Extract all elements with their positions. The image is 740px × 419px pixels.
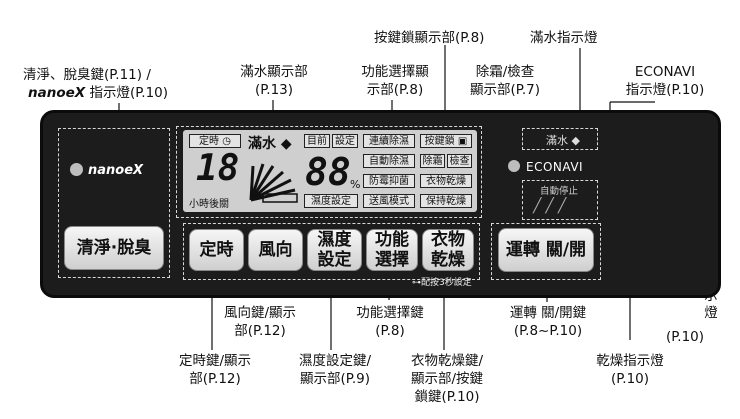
lcd-check: 檢查 <box>447 154 472 168</box>
label-clean-deodor-key: 清淨、脫臭鍵(P.11) / nanoeX 指示燈(P.10) <box>23 67 169 101</box>
lcd-mode-clothes-dry: 衣物乾燥 <box>420 174 472 188</box>
lcd-mode-fan: 送風模式 <box>363 194 415 208</box>
run-onoff-button[interactable]: 運轉 關/開 <box>498 228 594 272</box>
label-defrost-check-display: 除霜/檢查 顯示部(P.7) <box>470 64 540 98</box>
dry-indicator-lamp: ╱╱╱ <box>533 198 571 214</box>
lcd-wind-direction-fan <box>249 163 298 203</box>
humidity-setting-button[interactable]: 濕度 設定 <box>307 229 362 271</box>
label-humidity-setting-key: 濕度設定鍵/ 顯示部(P.9) <box>298 353 372 387</box>
clean-deodor-button[interactable]: 清淨·脫臭 <box>64 226 164 270</box>
lcd-mode-auto-dehumid: 自動除濕 <box>363 154 415 168</box>
lcd-region <box>176 126 482 218</box>
nanoe-region <box>58 128 170 278</box>
clothes-dry-button[interactable]: 衣物 乾燥 <box>422 229 474 271</box>
function-select-button[interactable]: 功能 選擇 <box>366 229 418 271</box>
lcd-percent-sign: % <box>350 178 361 191</box>
label-timer-key: 定時鍵/顯示 部(P.12) <box>178 353 252 387</box>
nanoe-logo: nanoeX <box>88 163 144 178</box>
label-function-select-key: 功能選擇鍵 (P.8) <box>356 305 424 339</box>
nanoe-indicator-lamp <box>70 163 83 176</box>
lcd-mode-mold-prevent: 防霉抑菌 <box>363 174 415 188</box>
timer-button[interactable]: 定時 <box>189 229 244 271</box>
label-full-water-indicator: 滿水指示燈 <box>530 30 598 46</box>
label-key-lock-display: 按鍵鎖顯示部(P.8) <box>374 30 485 46</box>
clothes-dry-button-label: 衣物 乾燥 <box>431 230 465 270</box>
lcd-mode-continuous-dehumid: 連續除濕 <box>363 134 415 148</box>
full-water-lamp-region <box>522 128 598 150</box>
full-water-lamp-text: 滿水 ◆ <box>546 134 580 147</box>
keys-region <box>183 223 480 280</box>
label-auto-stop-page: (P.10) <box>666 329 705 345</box>
lcd-off-after-hours: 小時後關 <box>189 199 229 210</box>
lcd-timer-digits: 18 <box>196 148 240 189</box>
humidity-setting-button-label: 濕度 設定 <box>317 230 352 270</box>
lcd-full-water-text: 滿水 ◆ <box>248 136 292 152</box>
lcd-defrost: 除霜 <box>420 154 445 168</box>
econavi-logo: ECONAVI <box>526 160 584 174</box>
label-wind-direction-key: 風向鍵/顯示 部(P.12) <box>223 305 297 339</box>
lcd-setting-label: 設定 <box>332 134 358 148</box>
label-run-onoff-key: 運轉 關/開鍵 (P.8~P.10) <box>509 305 587 339</box>
run-key-region <box>491 223 601 280</box>
econavi-indicator-lamp <box>508 160 520 172</box>
label-dry-indicator: 乾燥指示燈 (P.10) <box>596 353 664 387</box>
label-full-water-display: 滿水顯示部 (P.13) <box>240 64 308 98</box>
function-select-button-label: 功能 選擇 <box>375 230 409 270</box>
label-function-select-display: 功能選擇顯 示部(P.8) <box>361 64 429 98</box>
lcd-mode-keep-dry: 保持乾燥 <box>420 194 472 208</box>
wind-direction-button[interactable]: 風向 <box>248 229 303 271</box>
lcd-timer-label: 定時 ◷ <box>189 134 241 148</box>
press-3s-hint: ⊶配按3秒設定 <box>412 278 472 288</box>
lcd-key-lock: 按鍵鎖 ▣ <box>420 134 472 148</box>
lcd-humidity-setting-label: 濕度設定 <box>304 194 358 208</box>
lcd-current-label: 目前 <box>304 134 330 148</box>
auto-stop-lamp-text: 自動停止 <box>540 186 579 197</box>
lcd-humidity-digits: 88 <box>305 150 351 194</box>
label-econavi-indicator: ECONAVI 指示燈(P.10) <box>625 64 705 98</box>
auto-stop-region <box>522 180 598 220</box>
label-clothes-dry-key: 衣物乾燥鍵/ 顯示部/按鍵 鎖鍵(P.10) <box>410 353 484 405</box>
